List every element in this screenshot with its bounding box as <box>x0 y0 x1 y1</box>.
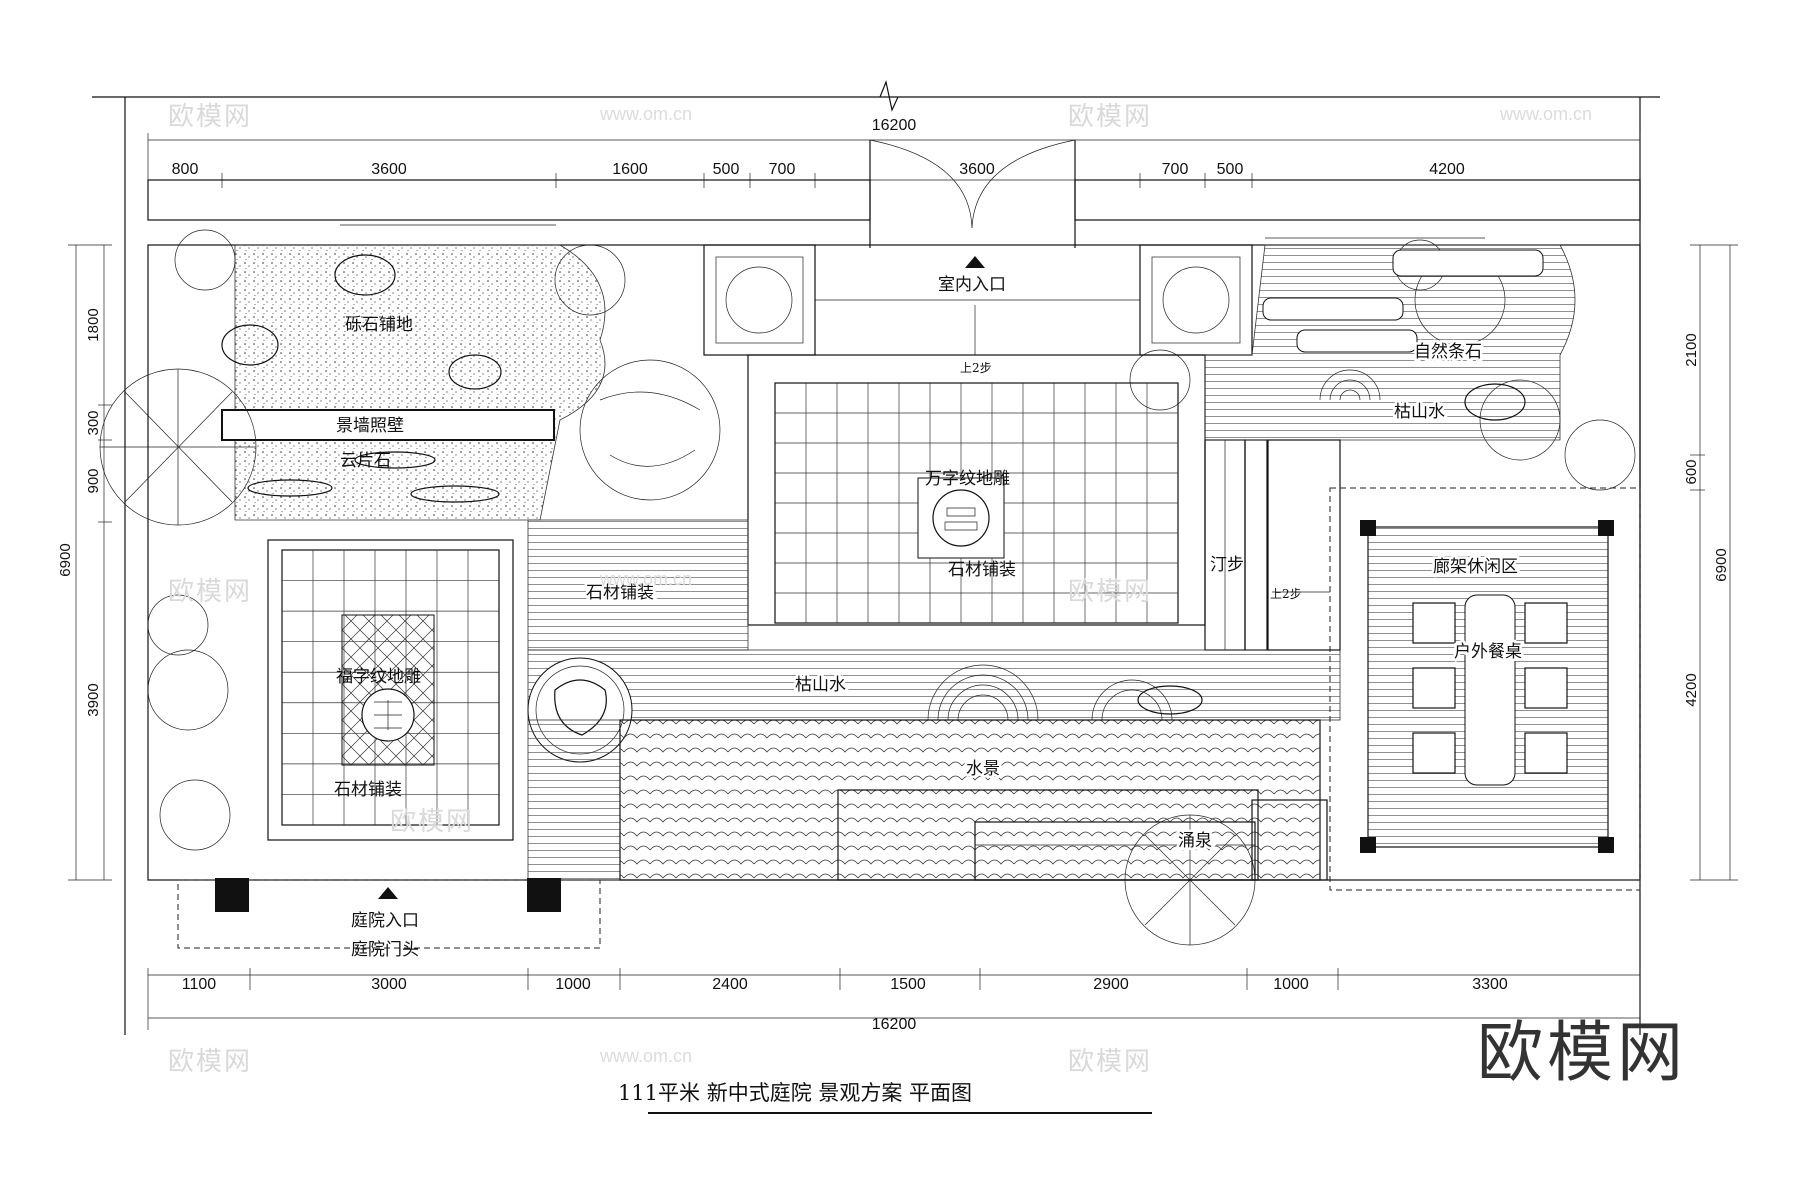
central-paving: 万字纹地雕 石材铺装 <box>747 354 1206 626</box>
left-dimensions: 6900 1800 300 900 3900 <box>57 244 112 881</box>
screen-wall: 景墙照壁 <box>221 409 555 441</box>
step-up-label-1: 上2步 <box>960 361 992 375</box>
watermark-text: 欧模网 <box>168 102 252 132</box>
stone-paving-label-2: 石材铺装 <box>586 583 654 603</box>
right-dim-1: 2100 <box>1683 333 1700 366</box>
top-dim-3: 1600 <box>612 161 648 178</box>
pergola-area: 廊架休闲区 户外餐桌 上2步 <box>1270 487 1641 891</box>
indoor-entrance: 室内入口 上2步 <box>748 256 1205 375</box>
svg-text:www.om.cn: www.om.cn <box>599 1046 692 1066</box>
water-feature: 水景 涌泉 <box>619 719 1328 881</box>
svg-text:欧模网: 欧模网 <box>1068 102 1152 132</box>
top-dim-8: 500 <box>1217 161 1244 178</box>
svg-text:欧模网: 欧模网 <box>168 1047 252 1077</box>
top-dim-9: 4200 <box>1429 161 1465 178</box>
right-paving-strip <box>1267 439 1341 651</box>
bottom-dim-7: 1000 <box>1273 976 1309 993</box>
svg-text:欧模网: 欧模网 <box>1068 577 1152 607</box>
top-dim-7: 700 <box>1162 161 1189 178</box>
top-dim-1: 800 <box>172 161 199 178</box>
courtyard-entrance: 庭院入口 庭院门头 <box>177 878 601 960</box>
dry-landscape-label-1: 枯山水 <box>795 675 846 695</box>
wanzi-pattern-label: 万字纹地雕 <box>925 469 1010 489</box>
gravel-area: 砾石铺地 <box>221 244 606 521</box>
top-dimensions: 16200 800 3600 1600 500 700 3600 700 500… <box>147 117 1641 188</box>
svg-text:欧模网: 欧模网 <box>168 577 252 607</box>
left-dim-1: 1800 <box>85 308 102 341</box>
spring-label: 涌泉 <box>1178 831 1212 851</box>
dry-landscape-label-2: 枯山水 <box>1394 402 1445 422</box>
bottom-dim-1: 1100 <box>182 976 217 993</box>
drawing-title: 111平米 新中式庭院 景观方案 平面图 <box>618 1081 1152 1114</box>
top-dim-6: 3600 <box>959 161 995 178</box>
svg-text:欧模网: 欧模网 <box>390 807 474 837</box>
courtyard-gate-label: 庭院门头 <box>351 940 419 960</box>
top-dim-5: 700 <box>769 161 796 178</box>
water-feature-label: 水景 <box>966 759 1000 779</box>
left-dim-3: 900 <box>85 468 102 493</box>
cloud-stones: 云片石 <box>247 451 500 503</box>
stone-paving-label-3: 石材铺装 <box>948 560 1016 580</box>
stepping-stones: 汀步 <box>1204 439 1268 651</box>
bottom-dim-3: 1000 <box>555 976 591 993</box>
stepping-label: 汀步 <box>1210 555 1244 575</box>
svg-text:www.om.cn: www.om.cn <box>1499 104 1592 124</box>
svg-text:www.om.cn: www.om.cn <box>599 569 692 589</box>
indoor-entrance-label: 室内入口 <box>938 275 1006 295</box>
screen-wall-label: 景墙照壁 <box>336 416 404 436</box>
stone-paving-label-1: 石材铺装 <box>334 780 402 800</box>
step-up-label-2: 上2步 <box>1270 587 1302 601</box>
bottom-dim-4: 2400 <box>712 976 748 993</box>
right-dim-2: 600 <box>1683 459 1700 484</box>
outdoor-dining-label: 户外餐桌 <box>1454 642 1522 662</box>
right-dry-landscape: 自然条石 枯山水 <box>1204 244 1576 441</box>
left-total-dim: 6900 <box>57 543 74 576</box>
natural-stone-label: 自然条石 <box>1414 342 1482 362</box>
watermark-url: www.om.cn <box>599 104 692 124</box>
top-dim-2: 3600 <box>371 161 407 178</box>
brand-logo-text: 欧模网 <box>1477 1014 1687 1091</box>
left-dim-4: 3900 <box>85 683 102 716</box>
cloud-stone-label: 云片石 <box>340 451 391 471</box>
watermarks: 欧模网 欧模网 欧模网 欧模网 欧模网 欧模网 欧模网 www.om.cn ww… <box>168 102 1592 1077</box>
title-text: 111平米 新中式庭院 景观方案 平面图 <box>618 1081 972 1105</box>
left-dim-2: 300 <box>85 410 102 435</box>
right-dim-3: 4200 <box>1683 673 1700 706</box>
middle-paving: 石材铺装 <box>527 519 749 651</box>
bottom-dim-5: 1500 <box>890 976 926 993</box>
fu-pattern-label: 福字纹地雕 <box>336 667 421 687</box>
bottom-total-dim: 16200 <box>872 1016 917 1033</box>
right-dimensions: 2100 600 4200 6900 <box>1683 244 1738 881</box>
gravel-label: 砾石铺地 <box>345 315 413 335</box>
courtyard-entrance-label: 庭院入口 <box>351 911 419 931</box>
left-paving: 福字纹地雕 石材铺装 <box>267 539 514 841</box>
bottom-dim-8: 3300 <box>1472 976 1508 993</box>
bottom-dim-2: 3000 <box>371 976 407 993</box>
pergola-area-label: 廊架休闲区 <box>1433 557 1518 577</box>
dry-landscape-band: 枯山水 <box>527 649 1341 881</box>
top-total-dim: 16200 <box>872 117 917 134</box>
svg-text:欧模网: 欧模网 <box>1068 1047 1152 1077</box>
bottom-dim-6: 2900 <box>1093 976 1129 993</box>
right-total-dim: 6900 <box>1713 548 1730 581</box>
bottom-dimensions: 1100 3000 1000 2400 1500 2900 1000 3300 … <box>147 968 1641 1033</box>
top-dim-4: 500 <box>713 161 740 178</box>
building-wall <box>147 139 1641 248</box>
